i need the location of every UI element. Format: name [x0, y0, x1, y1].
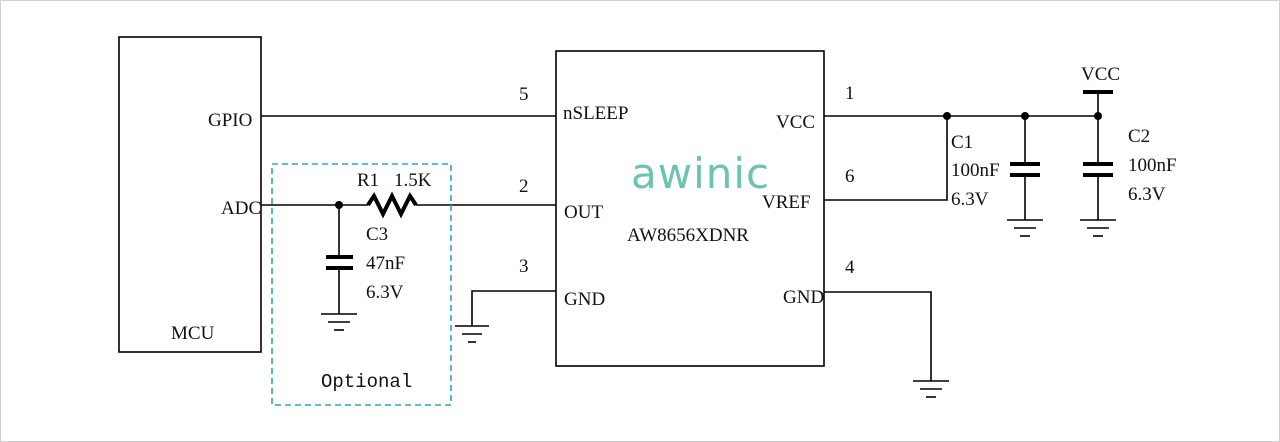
chip-pin-vref: VREF — [762, 192, 811, 213]
c2-ref: C2 — [1128, 126, 1150, 147]
wire-gnd-right — [824, 291, 932, 381]
resistor-r1 — [366, 191, 418, 219]
c3-voltage: 6.3V — [366, 282, 404, 303]
pin-number-1: 1 — [845, 83, 855, 104]
chip-pin-gnd-left: GND — [564, 289, 605, 310]
chip-pin-vcc: VCC — [776, 112, 815, 133]
chip-pin-out: OUT — [564, 202, 603, 223]
optional-box — [271, 163, 452, 406]
mcu-pin-gpio: GPIO — [208, 110, 252, 131]
wire-gnd-left — [471, 290, 556, 326]
vcc-supply-label: VCC — [1081, 64, 1120, 85]
mcu-block — [118, 36, 262, 353]
c2-voltage: 6.3V — [1128, 184, 1166, 205]
c1-voltage: 6.3V — [951, 189, 989, 210]
pin-number-6: 6 — [845, 166, 855, 187]
chip-part-number: AW8656XDNR — [627, 225, 749, 246]
r1-value: 1.5K — [394, 170, 432, 191]
c1-ref: C1 — [951, 132, 973, 153]
mcu-pin-adc: ADC — [221, 198, 261, 219]
chip-pin-gnd-right: GND — [783, 287, 824, 308]
optional-label: Optional — [321, 371, 412, 393]
c2-value: 100nF — [1128, 155, 1177, 176]
mcu-label: MCU — [171, 323, 215, 344]
pin-number-4: 4 — [845, 257, 855, 278]
awinic-logo: awinic — [631, 149, 770, 198]
c3-ref: C3 — [366, 224, 388, 245]
c1-value: 100nF — [951, 160, 1000, 181]
wire-vref — [824, 116, 948, 201]
pin-number-3: 3 — [519, 256, 529, 277]
chip-pin-nsleep: nSLEEP — [563, 103, 628, 124]
r1-ref: R1 — [357, 170, 379, 191]
chip-block — [555, 50, 825, 367]
pin-number-5: 5 — [519, 84, 529, 105]
pin-number-2: 2 — [519, 176, 529, 197]
c3-value: 47nF — [366, 253, 405, 274]
